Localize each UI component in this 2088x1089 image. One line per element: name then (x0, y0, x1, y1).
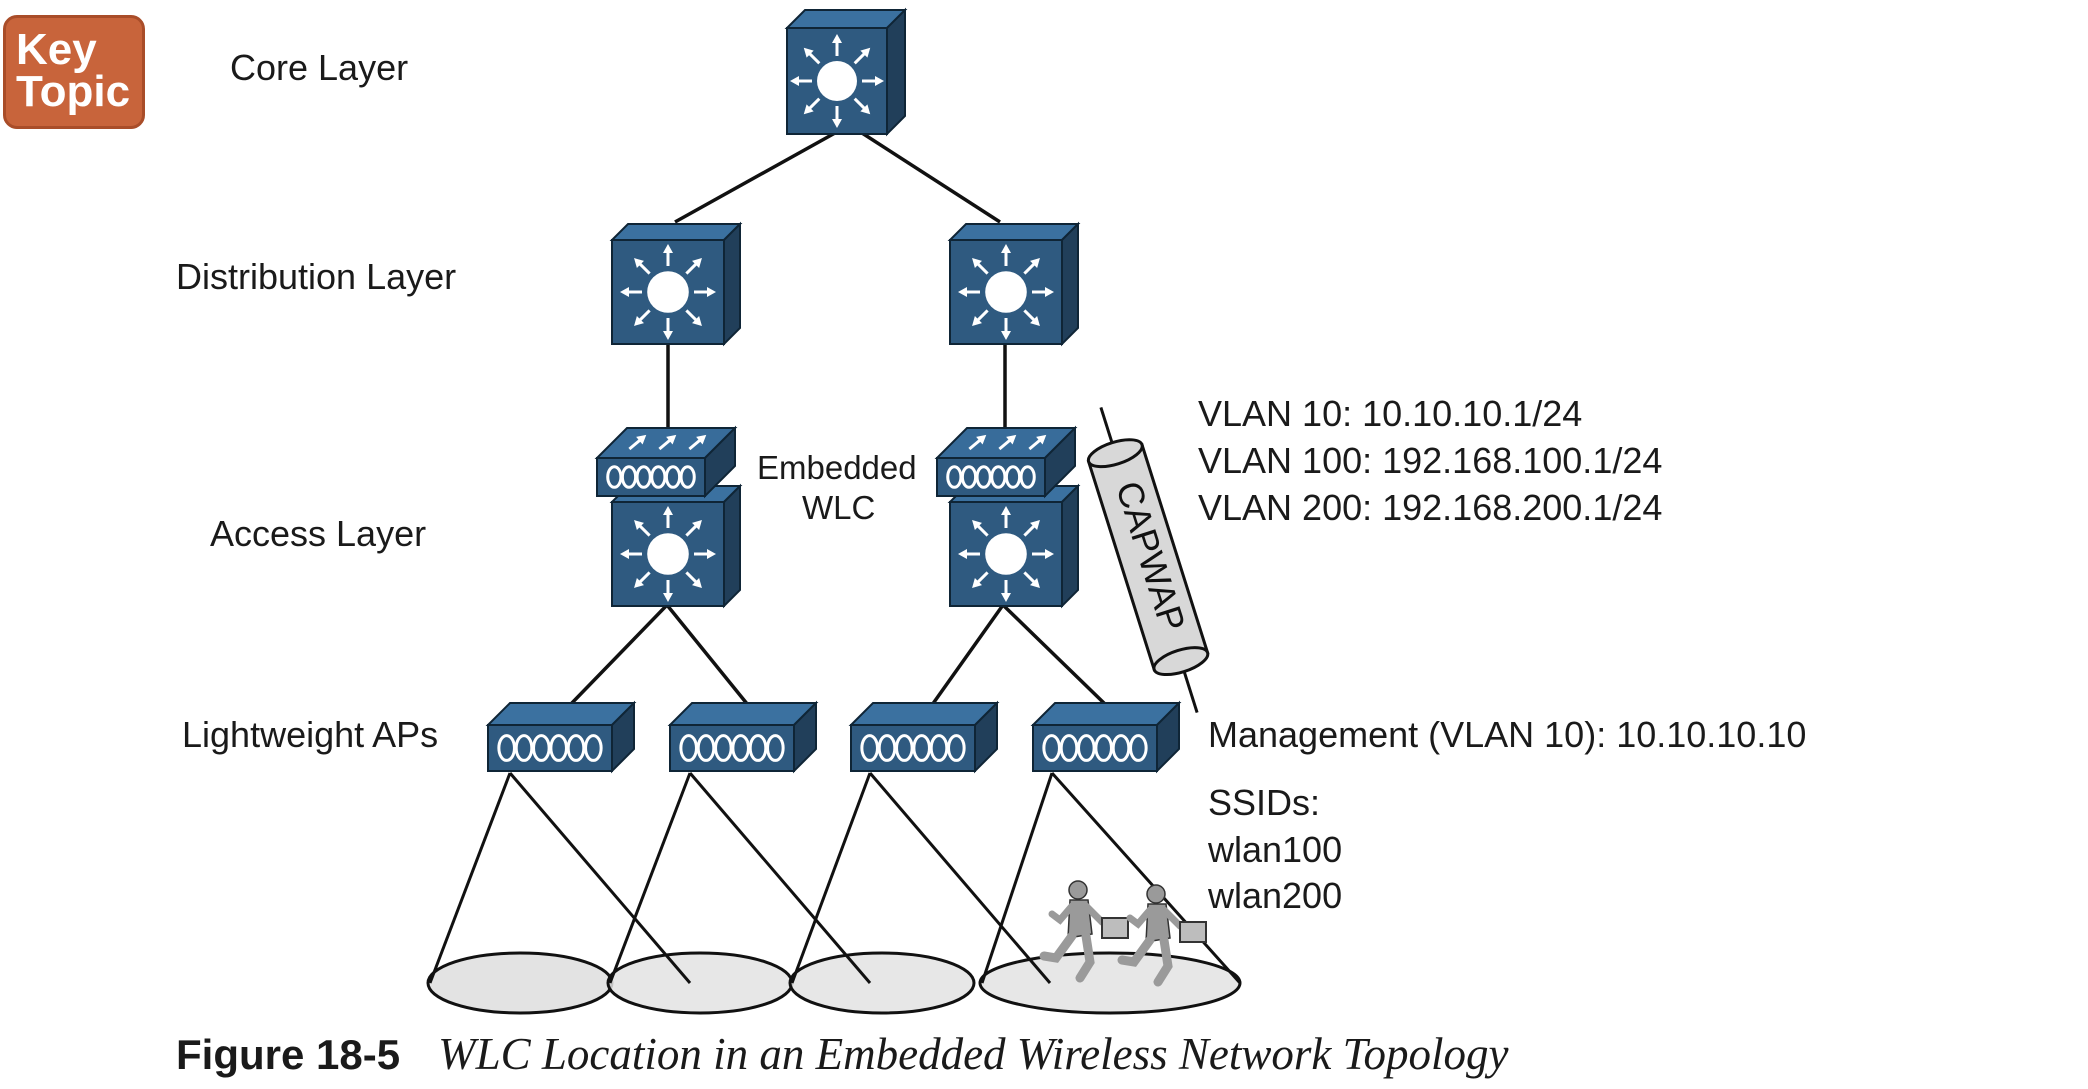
lightweight-ap-2 (667, 700, 819, 774)
embedded-wlc-right (934, 425, 1078, 499)
devices (485, 7, 1182, 774)
distribution-switch-right (947, 221, 1081, 347)
link-access-ap-1 (568, 603, 669, 707)
cone-line (688, 772, 872, 984)
label-embedded-wlc-1: Embedded (757, 449, 917, 486)
label-distribution-layer: Distribution Layer (176, 256, 457, 297)
embedded-wlc-left (594, 425, 738, 499)
ssids-heading: SSIDs: (1208, 782, 1321, 823)
cone-line (428, 772, 512, 984)
access-switch-left (609, 483, 743, 609)
cone-line (868, 772, 1052, 984)
label-embedded-wlc-2: WLC (802, 489, 876, 526)
badge-line-2: Topic (16, 67, 131, 116)
coverage-ellipse-1 (426, 951, 614, 1015)
links (568, 131, 1108, 707)
vlan-line-3: VLAN 200: 192.168.200.1/24 (1198, 487, 1663, 528)
caption-number: Figure 18-5 (176, 1031, 401, 1078)
cone-line (790, 772, 872, 984)
ssid-item-1: wlan100 (1208, 829, 1343, 870)
link-access-ap-2 (665, 603, 750, 707)
vlan-line-2: VLAN 100: 192.168.100.1/24 (1198, 440, 1663, 481)
coverage-areas (426, 771, 1242, 1015)
users-running (1039, 880, 1207, 987)
label-access-layer: Access Layer (210, 513, 427, 554)
management-label: Management (VLAN 10): 10.10.10.10 (1208, 714, 1807, 755)
coverage-ellipse-4 (978, 951, 1242, 1015)
figure-caption: Figure 18-5 WLC Location in an Embedded W… (176, 1030, 1508, 1079)
cone-line (1050, 771, 1242, 985)
access-switch-right (947, 483, 1081, 609)
tunnel-cap-bottom (1152, 646, 1210, 677)
lightweight-ap-3 (848, 700, 1000, 774)
distribution-switch-left (609, 221, 743, 347)
label-core-layer: Core Layer (230, 47, 409, 88)
coverage-ellipse-2 (606, 951, 794, 1015)
link-core-dist-right (861, 131, 1001, 224)
link-core-dist-left (674, 131, 836, 224)
key-topic-badge: Key Topic (3, 15, 145, 129)
ssid-item-2: wlan200 (1208, 875, 1343, 916)
capwap-tunnel: CAPWAP (1086, 406, 1210, 714)
caption-title: WLC Location in an Embedded Wireless Net… (438, 1029, 1509, 1079)
lightweight-ap-1 (485, 700, 637, 774)
core-switch (784, 7, 908, 137)
coverage-ellipse-3 (788, 951, 976, 1015)
lightweight-ap-4 (1030, 700, 1182, 774)
label-lightweight-aps: Lightweight APs (182, 714, 439, 755)
running-user-2 (1117, 884, 1207, 987)
cone-line (508, 772, 692, 984)
running-user-1 (1039, 880, 1129, 983)
cone-line (608, 772, 692, 984)
link-access-ap-3 (930, 603, 1005, 707)
badge-line-1: Key (16, 25, 97, 74)
link-access-ap-4 (1001, 603, 1108, 707)
vlan-line-1: VLAN 10: 10.10.10.1/24 (1198, 393, 1583, 434)
cone-line (980, 772, 1054, 984)
tunnel-cap-top (1086, 438, 1144, 469)
